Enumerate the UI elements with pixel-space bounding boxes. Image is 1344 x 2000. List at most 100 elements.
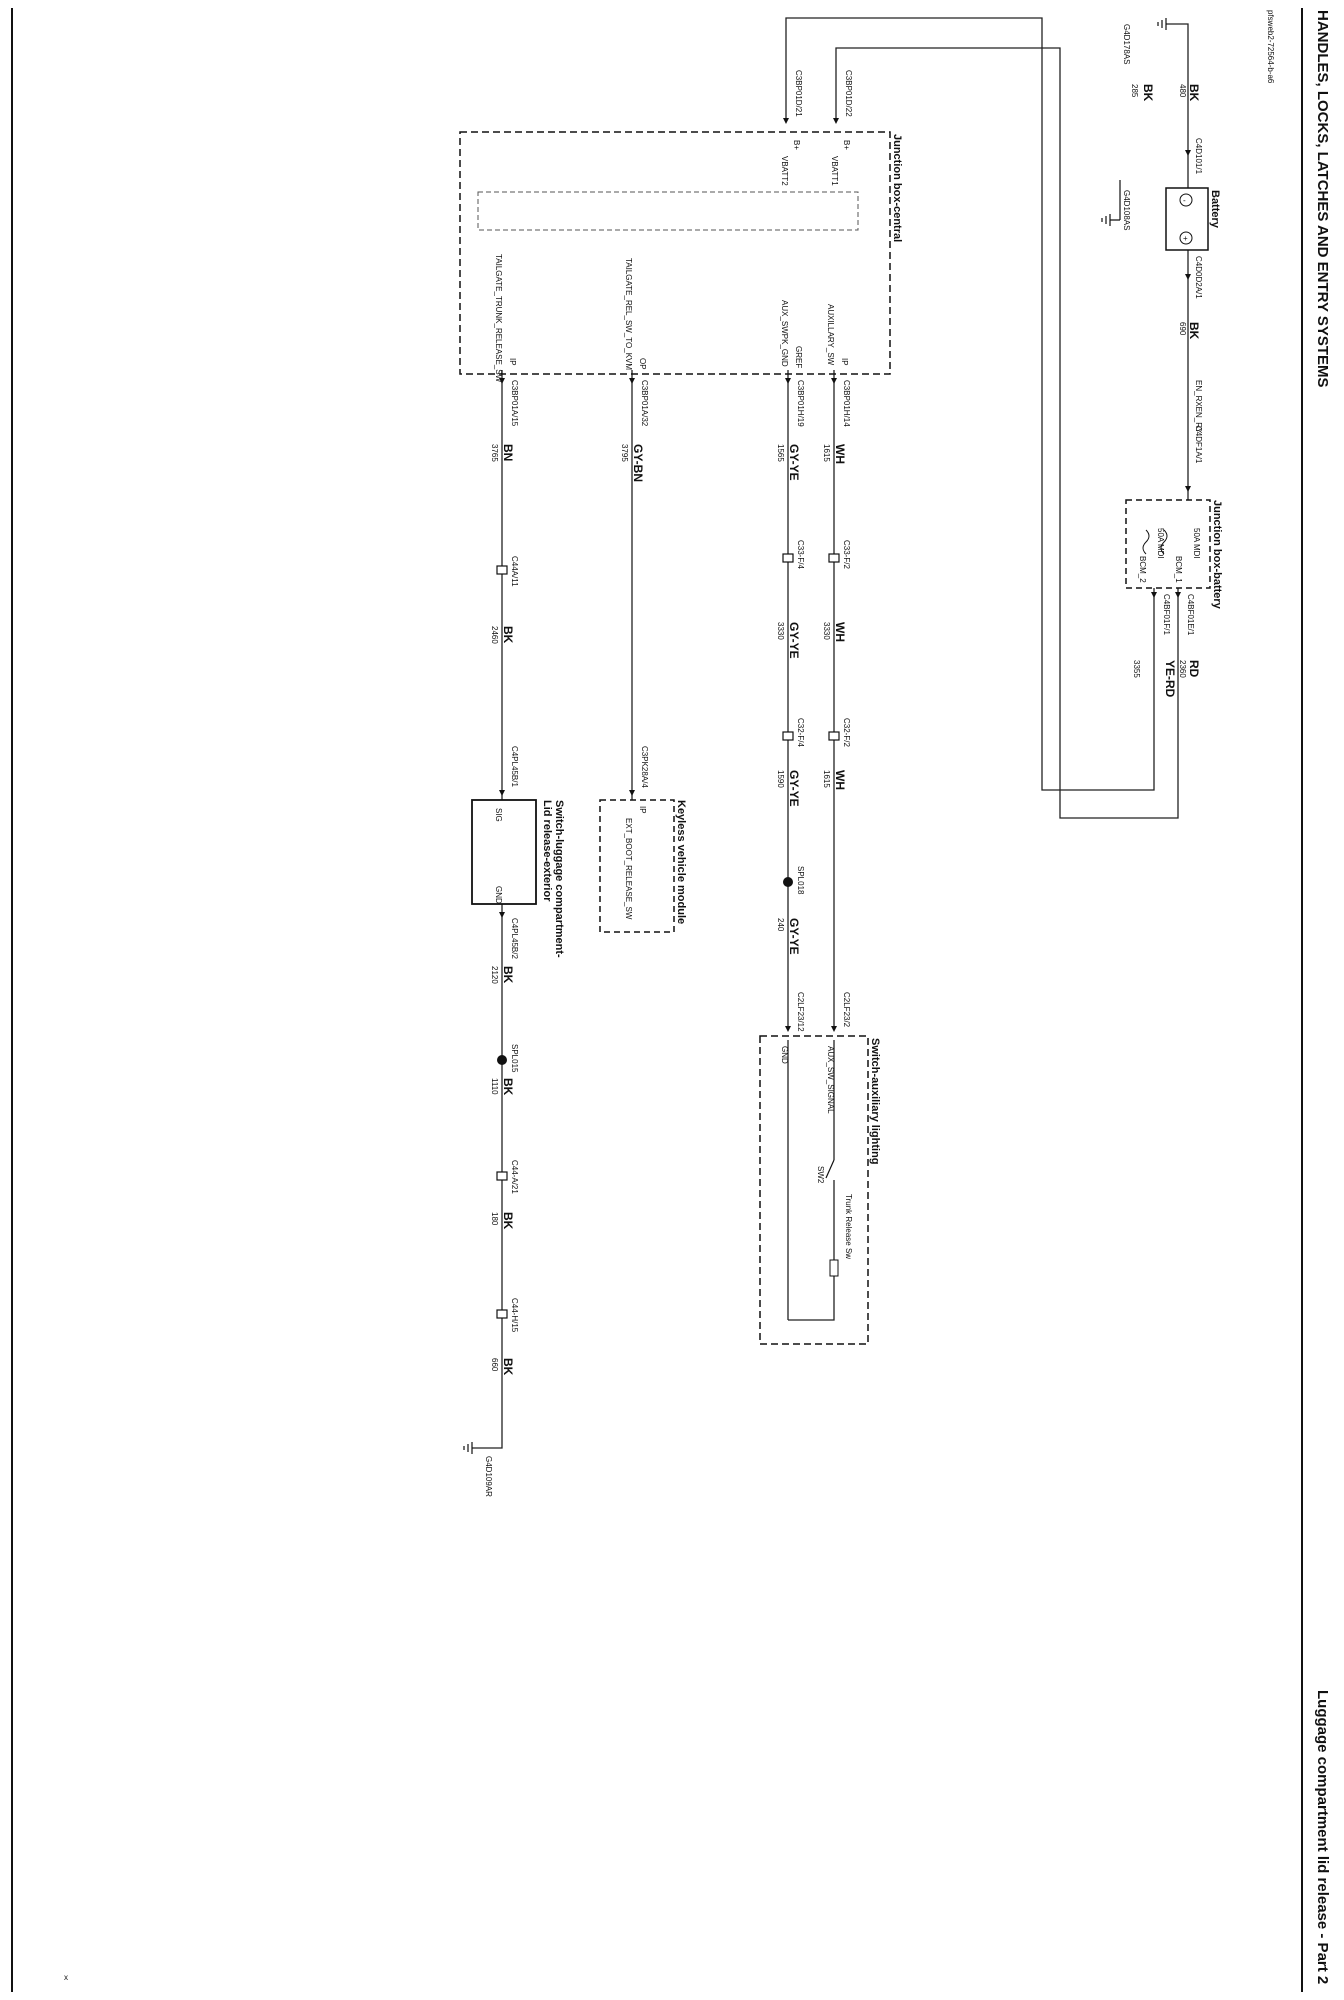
diagram-id: pfsweb2-72564-b-a6 — [1266, 10, 1275, 84]
ground-3-label: G4D109AR — [484, 1456, 493, 1497]
wire-1a-num: 1615 — [822, 444, 831, 462]
wire-bat-pos-num: 690 — [1178, 322, 1187, 336]
keyless-vehicle-module: Keyless vehicle module IP EXT_BOOT_RELEA… — [599, 799, 687, 933]
inline-connectors — [496, 553, 840, 1319]
conn-bat-neg: C4D101/1 — [1194, 138, 1203, 175]
jbc-out2-name: TAILGATE_REL_SW_TO_KVM — [624, 258, 633, 370]
connector-labels: C4D101/1 C4D0D2A/1 C4DF1A/1 C4BF01E/1 C4… — [510, 70, 1203, 1333]
conn-splice-a: SPL018 — [796, 866, 805, 895]
conn-bat-pos: C4D0D2A/1 — [1194, 256, 1203, 299]
wire-jbb-out1-num: 2360 — [1178, 660, 1187, 678]
wire-2b-num: 3330 — [776, 622, 785, 640]
footer-mark: x — [64, 1973, 68, 1982]
conn-jbb-out1: C4BF01E/1 — [1186, 594, 1195, 636]
wire-1c-color: WH — [833, 770, 847, 790]
wire-5b-num: 1110 — [490, 1078, 499, 1095]
conn-aux-sig: C2LF23/2 — [842, 992, 851, 1028]
conn-c44-h15: C44-H/15 — [510, 1298, 519, 1333]
wire-2c-num: 1590 — [776, 770, 785, 788]
battery-minus: - — [1183, 196, 1186, 205]
wire-1b-num: 3330 — [822, 622, 831, 640]
conn-lug-sig: C4PL45B/1 — [510, 746, 519, 787]
wire-5c-color: BK — [501, 1212, 515, 1230]
wire-5c-num: 180 — [490, 1212, 499, 1226]
conn-c32-f4: C32-F/4 — [796, 718, 805, 747]
wire-2d-color: GY-YE — [787, 918, 801, 955]
conn-aux-gnd: C2LF23/12 — [796, 992, 805, 1032]
splice-spl018 — [783, 877, 793, 887]
jbc-out4-name: AUXILLARY_SW — [826, 304, 835, 366]
wire-2a-num: 1565 — [776, 444, 785, 462]
jbb-fuse2-pin: BCM_2 — [1138, 556, 1147, 583]
jbc-pin-b2: B+ — [842, 140, 851, 150]
conn-lug-gnd: C4PL45B/2 — [510, 918, 519, 959]
conn-c33-f2: C33-F/2 — [842, 540, 851, 569]
jbc-out2-type: OP — [638, 358, 647, 370]
wire-5b-color: BK — [501, 1078, 515, 1096]
battery-plus: + — [1183, 234, 1188, 243]
wire-5d-num: 660 — [490, 1358, 499, 1372]
conn-c44-a21: C44-A/21 — [510, 1160, 519, 1194]
lug-title-2: Lid release-exterior — [541, 800, 553, 902]
connector-marks — [499, 118, 1191, 1032]
wire-2d-num: 240 — [776, 918, 785, 932]
wire-jbb-out2-color: YE-RD — [1163, 660, 1177, 698]
kvm-pin-name: EXT_BOOT_RELEASE_SW — [624, 818, 633, 920]
wire-4b-color: BK — [501, 626, 515, 644]
wire-1a-color: WH — [833, 444, 847, 464]
conn-jbc-out2: C3BP01A/32 — [640, 380, 649, 427]
conn-jbb-in: C4DF1A/1 — [1194, 426, 1203, 464]
wire-1c-num: 1615 — [822, 770, 831, 788]
aux-sw-desc: Trunk Release Sw — [844, 1194, 853, 1259]
lug-gnd: GND — [494, 886, 503, 904]
conn-c32-f2: C32-F/2 — [842, 718, 851, 747]
kvm-title: Keyless vehicle module — [675, 800, 687, 924]
ground-1-label: G4D178AS — [1122, 24, 1131, 64]
conn-jbc-out3: C3BP01H/19 — [796, 380, 805, 427]
wire-5a-color: BK — [501, 966, 515, 984]
wire-labels: BK 480 BK 285 BK 690 EN_RXEN_RY RD 2360 … — [490, 84, 1203, 1376]
wire-1b-color: WH — [833, 622, 847, 642]
lug-title-1: Switch-luggage compartment- — [553, 800, 565, 958]
wire-bat-gnd2-num: 285 — [1130, 84, 1139, 98]
wire-lines — [472, 17, 1189, 1449]
wire-4a-color: BN — [501, 444, 515, 461]
aux-sw-label: SW2 — [816, 1166, 825, 1184]
wire-bat-rel-name: EN_RXEN_RY — [1194, 380, 1203, 434]
wire-3-num: 3795 — [620, 444, 629, 462]
conn-splice-b: SPL015 — [510, 1044, 519, 1073]
switch-auxiliary-lighting: Switch-auxiliary lighting GND AUX_SW_SIG… — [759, 1035, 881, 1345]
jbc-pin-vbatt2: VBATT2 — [780, 156, 789, 186]
wire-3-color: GY-BN — [631, 444, 645, 482]
jbc-out1-type: IP — [508, 358, 517, 366]
wire-bat-gnd2-color: BK — [1141, 84, 1155, 102]
wire-4b-num: 2460 — [490, 626, 499, 644]
aux-signal: AUX_SW_SIGNAL — [826, 1046, 835, 1114]
switch-luggage-compartment: Switch-luggage compartment- Lid release-… — [471, 799, 565, 958]
ground-symbols — [463, 18, 1167, 1454]
jbb-title: Junction box-battery — [1211, 500, 1223, 610]
wire-5a-num: 2120 — [490, 966, 499, 984]
wire-2a-color: GY-YE — [787, 444, 801, 481]
lug-sig: SIG — [494, 808, 503, 822]
conn-jbc-out4: C3BP01H/14 — [842, 380, 851, 427]
wire-bat-pos-color: BK — [1187, 322, 1201, 340]
wire-bat-neg-color: BK — [1187, 84, 1201, 102]
wire-2c-color: GY-YE — [787, 770, 801, 807]
jbb-fuse1: 50A MDI — [1192, 528, 1201, 559]
aux-title: Switch-auxiliary lighting — [869, 1038, 881, 1165]
conn-jbc-out1: C3BP01A/15 — [510, 380, 519, 427]
battery-title: Battery — [1209, 190, 1221, 229]
wire-bat-neg-num: 480 — [1178, 84, 1187, 98]
jbc-out3-type: GREF — [794, 346, 803, 368]
jbb-fuse2: 50A MDI — [1156, 528, 1165, 559]
jbc-title: Junction box-central — [891, 134, 903, 242]
jbc-out1-name: TAILGATE_TRUNK_RELEASE_SW — [494, 254, 503, 383]
conn-c33-f4: C33-F/4 — [796, 540, 805, 569]
kvm-pin-type: IP — [638, 806, 647, 814]
jbb-fuse1-pin: BCM_1 — [1174, 556, 1183, 583]
conn-c44a: C44A/11 — [510, 556, 519, 587]
conn-jbb-out2: C4BF01F/1 — [1162, 594, 1171, 635]
conn-jbc-in1: C3BP01D/22 — [844, 70, 853, 117]
